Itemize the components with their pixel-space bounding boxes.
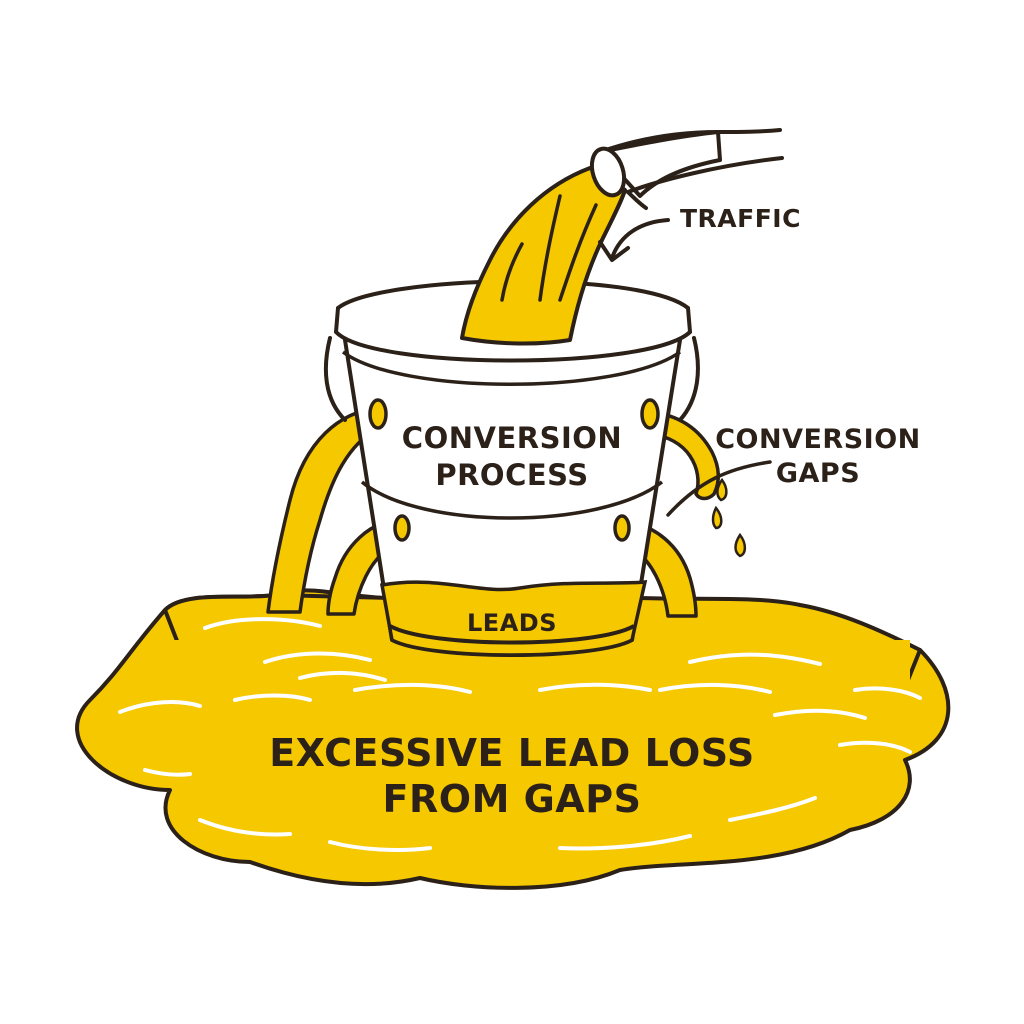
leak-stream-upper-left xyxy=(266,406,380,614)
lead-loss-label: EXCESSIVE LEAD LOSS FROM GAPS xyxy=(212,730,812,822)
conversion-process-label: CONVERSION PROCESS xyxy=(392,420,632,494)
conversion-gaps-label: CONVERSION GAPS xyxy=(708,423,928,491)
conversion-process-line-2: PROCESS xyxy=(435,458,589,492)
gaps-pointer-line xyxy=(666,460,772,517)
bucket-rim-line xyxy=(341,350,682,386)
bucket-hole-upper-left xyxy=(368,398,388,430)
conversion-gaps-line-2: GAPS xyxy=(775,458,861,489)
pour-stream-lines xyxy=(500,194,598,302)
hose-icon xyxy=(589,128,784,210)
leak-stream-upper-right xyxy=(648,410,720,501)
hose-tube-bottom-extend xyxy=(626,190,648,210)
puddle-highlights xyxy=(118,617,922,852)
hose-tube-top xyxy=(598,130,720,154)
puddle xyxy=(75,588,951,890)
hose-nozzle xyxy=(589,146,627,198)
bucket-leads-liquid xyxy=(379,580,648,657)
leads-label: LEADS xyxy=(467,609,557,637)
droplet-3 xyxy=(734,532,747,558)
bucket xyxy=(333,279,693,657)
droplet-1 xyxy=(711,505,723,530)
bucket-hole-upper-right xyxy=(640,398,660,430)
traffic-label: TRAFFIC xyxy=(680,204,801,233)
droplet-2 xyxy=(716,477,728,502)
lead-loss-line-1: EXCESSIVE LEAD LOSS xyxy=(269,731,755,775)
hose-tube-bottom xyxy=(626,156,784,194)
bucket-hole-lower-left xyxy=(393,514,411,542)
traffic-arrow-icon xyxy=(598,218,670,262)
lead-loss-line-2: FROM GAPS xyxy=(382,777,642,821)
hose-tube-top-extend xyxy=(716,128,782,134)
bucket-handle xyxy=(323,336,700,422)
bucket-bottom-rim xyxy=(389,624,635,645)
bucket-hole-lower-right xyxy=(613,514,631,542)
droplets xyxy=(711,477,747,558)
conversion-gaps-line-1: CONVERSION xyxy=(715,424,921,455)
conversion-process-line-1: CONVERSION xyxy=(401,421,623,455)
bucket-waist-line xyxy=(360,480,664,520)
